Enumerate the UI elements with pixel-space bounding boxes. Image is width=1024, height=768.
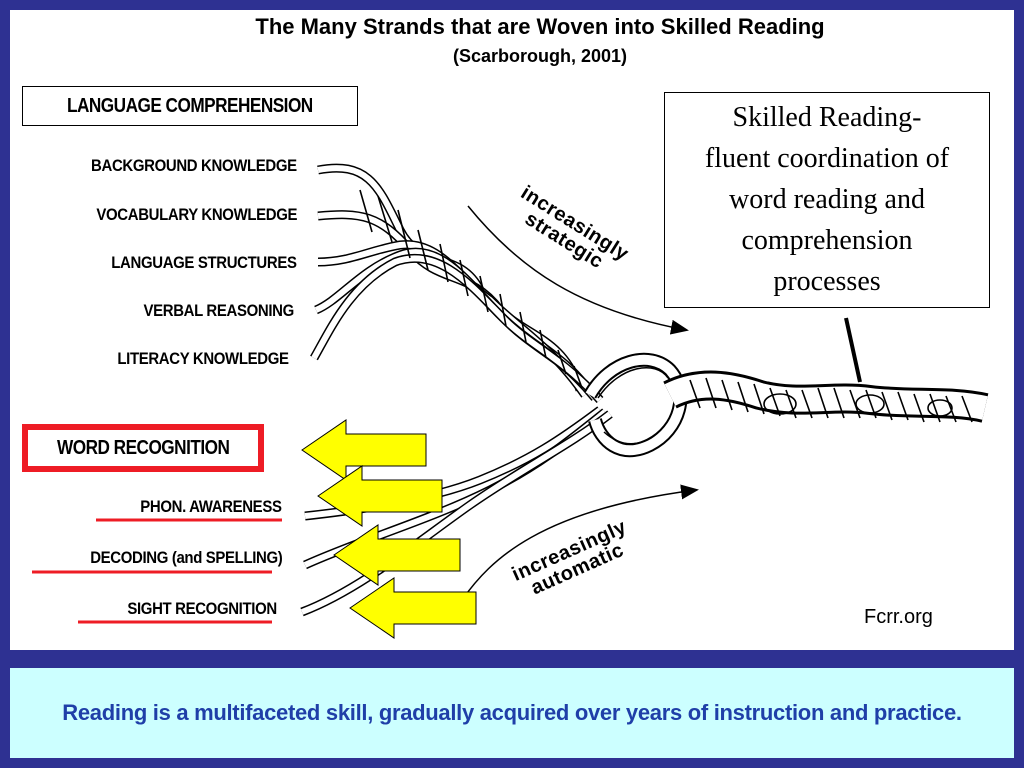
- combined-rope-hatching: [689, 377, 973, 423]
- source-credit: Fcrr.org: [864, 606, 933, 628]
- combined-rope: [663, 370, 989, 423]
- word-recognition-box: WORD RECOGNITION: [22, 424, 264, 472]
- diagram-subtitle: (Scarborough, 2001): [452, 46, 628, 66]
- woven-loop: [583, 352, 688, 458]
- strand-label-language-structures: LANGUAGE STRUCTURES: [111, 253, 298, 272]
- yellow-arrow-word-recognition: [301, 419, 427, 481]
- strand-label-verbal-reasoning: VERBAL REASONING: [143, 301, 295, 320]
- skilled-reading-line: Skilled Reading-: [732, 102, 922, 133]
- skilled-reading-line: processes: [773, 266, 881, 297]
- footer-text: Reading is a multifaceted skill, gradual…: [62, 700, 962, 725]
- skilled-reading-line: word reading and: [729, 184, 925, 215]
- strand-label-background-knowledge: BACKGROUND KNOWLEDGE: [91, 156, 297, 175]
- yellow-arrow-decoding: [333, 524, 461, 586]
- automatic-arrow: [461, 484, 699, 601]
- footer-banner: Reading is a multifaceted skill, gradual…: [10, 668, 1014, 758]
- strand-label-vocabulary-knowledge: VOCABULARY KNOWLEDGE: [96, 205, 297, 224]
- skilled-reading-line: comprehension: [741, 225, 913, 256]
- language-comprehension-heading: LANGUAGE COMPREHENSION: [67, 94, 313, 117]
- word-recognition-heading: WORD RECOGNITION: [56, 436, 230, 459]
- yellow-arrow-phon-awareness: [317, 465, 443, 527]
- language-comprehension-box: LANGUAGE COMPREHENSION: [22, 86, 358, 126]
- strand-label-phon-awareness: PHON. AWARENESS: [140, 497, 283, 516]
- strand-label-decoding: DECODING (and SPELLING): [89, 548, 283, 567]
- skilled-reading-pointer: [844, 317, 862, 383]
- diagram-title: The Many Strands that are Woven into Ski…: [255, 14, 825, 39]
- skilled-reading-line: fluent coordination of: [704, 143, 950, 174]
- yellow-arrow-sight-recognition: [349, 577, 477, 639]
- strategic-arrow: [467, 205, 689, 335]
- upper-braid-hatching: [359, 189, 583, 389]
- skilled-reading-box: Skilled Reading- fluent coordination of …: [664, 92, 990, 308]
- strand-label-literacy-knowledge: LITERACY KNOWLEDGE: [117, 349, 290, 368]
- yellow-arrows: [301, 419, 477, 639]
- strand-label-sight-recognition: SIGHT RECOGNITION: [127, 599, 278, 618]
